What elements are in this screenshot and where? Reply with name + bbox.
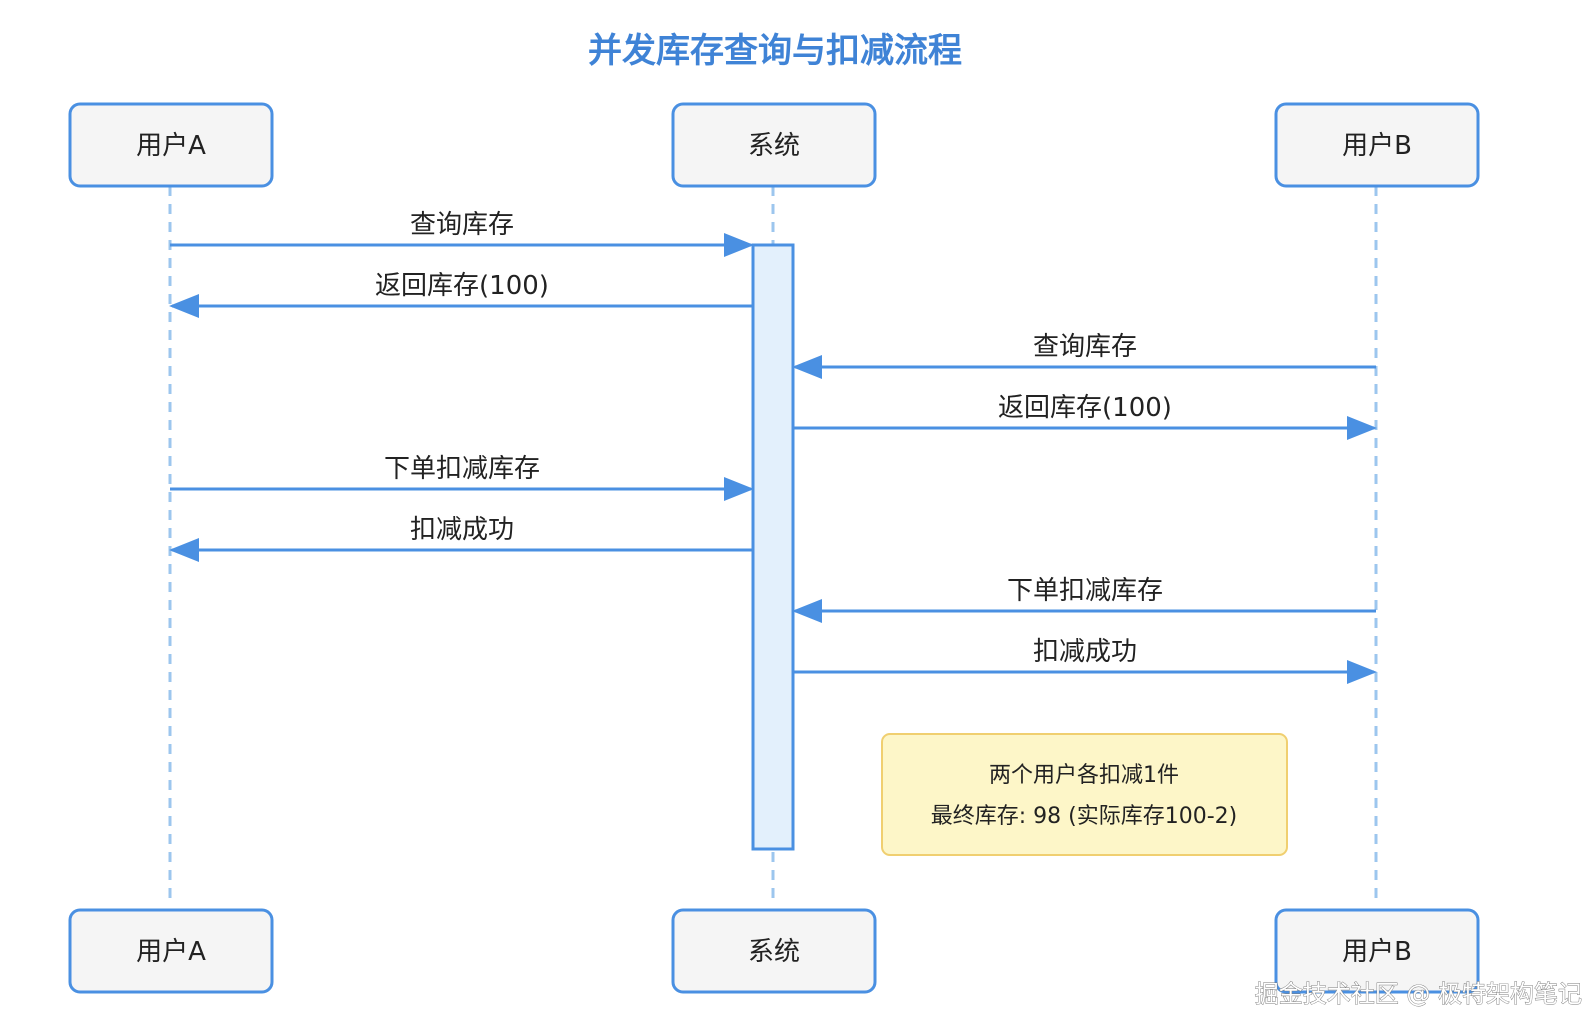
message-label: 返回库存(100) [998,393,1172,423]
participant-label-user-a: 用户A [136,131,206,161]
message-label: 查询库存 [410,210,514,240]
participant-box-user-b-bottom[interactable]: 用户B [1274,908,1480,994]
participant-label-system: 系统 [748,131,800,161]
message-label: 查询库存 [1033,332,1137,362]
participant-label-user-b: 用户B [1342,131,1412,161]
note-box: 两个用户各扣减1件 最终库存: 98 (实际库存100-2) [881,733,1288,856]
message-label: 下单扣减库存 [384,454,540,484]
message-label: 扣减成功 [410,515,514,545]
note-line-1: 两个用户各扣减1件 [989,763,1179,788]
system-activation-bar [751,243,795,851]
participant-label-user-b: 用户B [1342,937,1412,967]
watermark: 掘金技术社区 @ 极特架构笔记 [1255,980,1582,1008]
participant-box-user-a-top[interactable]: 用户A [68,102,274,188]
message-label: 扣减成功 [1033,637,1137,667]
message-label: 下单扣减库存 [1007,576,1163,606]
diagram-title: 并发库存查询与扣减流程 [588,31,962,71]
message-label: 返回库存(100) [375,271,549,301]
participant-box-user-a-bottom[interactable]: 用户A [68,908,274,994]
participant-box-user-b-top[interactable]: 用户B [1274,102,1480,188]
participant-label-user-a: 用户A [136,937,206,967]
participant-label-system: 系统 [748,937,800,967]
participant-box-system-top[interactable]: 系统 [671,102,877,188]
note-line-2: 最终库存: 98 (实际库存100-2) [931,804,1238,829]
participant-box-system-bottom[interactable]: 系统 [671,908,877,994]
